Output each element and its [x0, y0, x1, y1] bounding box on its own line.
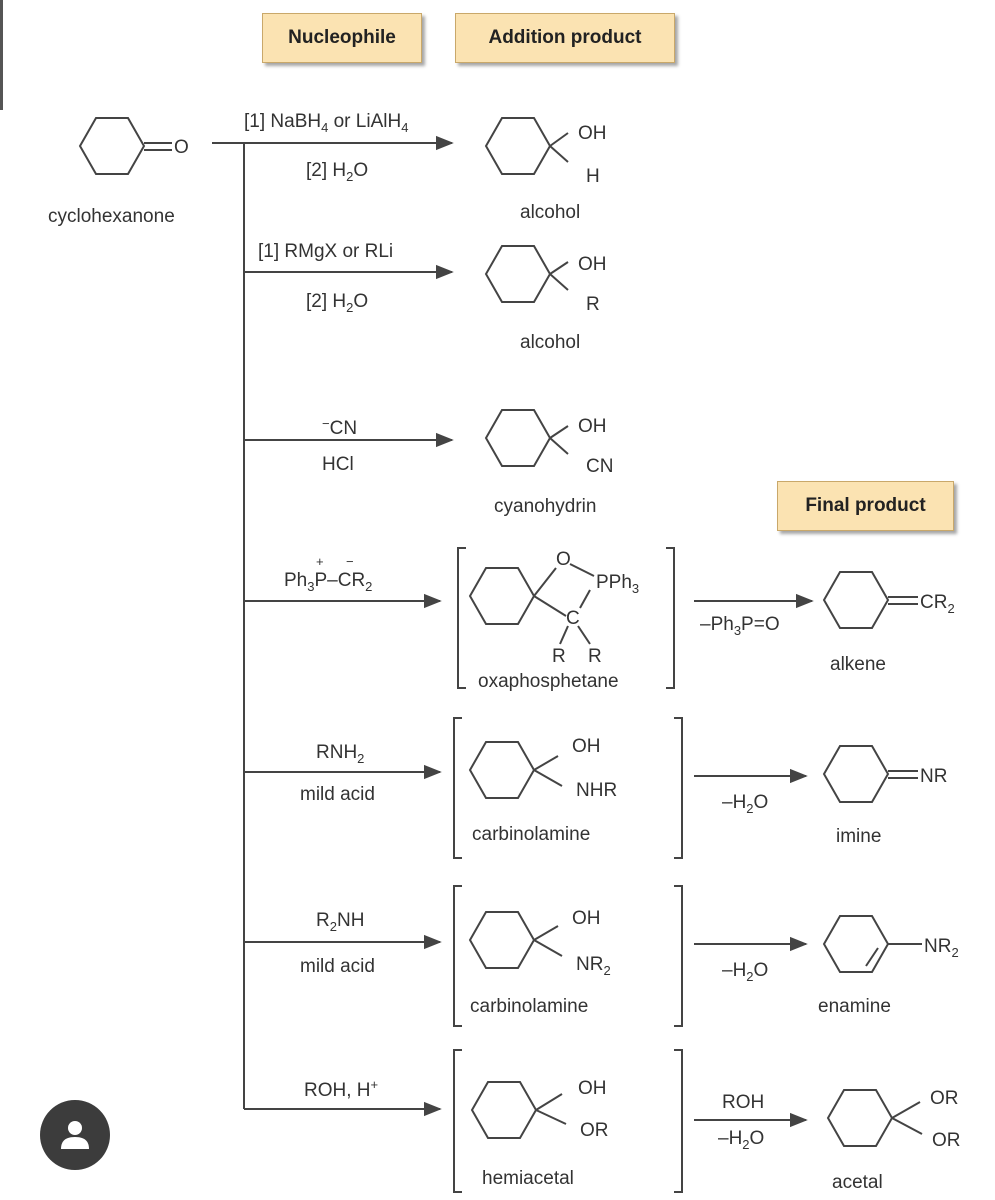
- row6-reagent-top: R2NH: [316, 910, 364, 934]
- svg-text:NR2: NR2: [924, 936, 959, 960]
- svg-text:CR2: CR2: [920, 592, 955, 616]
- svg-text:OR: OR: [580, 1120, 609, 1141]
- user-icon: [61, 1121, 89, 1149]
- header-final-product: Final product: [777, 481, 954, 531]
- row1-product-name: alcohol: [520, 202, 580, 223]
- svg-text:H: H: [586, 166, 600, 187]
- row6-product-structure: OH NR2: [468, 908, 611, 978]
- row6-bracket-left: [453, 885, 462, 1027]
- svg-text:R: R: [552, 646, 566, 667]
- svg-text:CN: CN: [586, 456, 613, 477]
- start-name: cyclohexanone: [48, 206, 175, 227]
- svg-text:O: O: [556, 549, 571, 570]
- row7-product-name: hemiacetal: [482, 1168, 574, 1189]
- row3-reagent-top: −CN: [322, 416, 357, 439]
- row2-reagent-bottom: [2] H2O: [306, 291, 368, 315]
- row3-reagent-bottom: HCl: [322, 454, 354, 475]
- row6-product-name: carbinolamine: [470, 996, 588, 1017]
- row3-product-name: cyanohydrin: [494, 496, 596, 517]
- row4-step-bottom: –Ph3P=O: [700, 614, 780, 638]
- row2-reagent-top: [1] RMgX or RLi: [258, 241, 393, 262]
- row4-product-name: oxaphosphetane: [478, 671, 619, 692]
- row5-bracket-left: [453, 717, 462, 859]
- row5-final-structure: NR: [822, 745, 947, 803]
- header-addition-product: Addition product: [455, 13, 675, 63]
- user-avatar-button[interactable]: [40, 1100, 110, 1170]
- left-edge-rule: [0, 0, 3, 110]
- row7-step-top: ROH: [722, 1092, 764, 1113]
- row4-final-name: alkene: [830, 654, 886, 675]
- row7-final-structure: OR OR: [826, 1088, 961, 1151]
- row5-step-bottom: –H2O: [722, 792, 768, 816]
- row7-step-bottom: –H2O: [718, 1128, 764, 1152]
- row3-product-structure: OH CN: [484, 409, 613, 477]
- row6-final-structure: NR2: [822, 915, 959, 973]
- row4-final-structure: CR2: [822, 571, 955, 629]
- svg-text:OH: OH: [578, 416, 607, 437]
- row4-bracket-left: [457, 547, 466, 689]
- svg-text:OR: OR: [930, 1088, 959, 1109]
- row6-final-name: enamine: [818, 996, 891, 1017]
- cyclohexanone-structure: O: [78, 117, 189, 175]
- carbonyl-oxygen-label: O: [174, 137, 189, 158]
- svg-text:OH: OH: [578, 254, 607, 275]
- row7-reagent-top: ROH, H+: [304, 1077, 378, 1101]
- row4-bracket-right: [666, 547, 675, 689]
- row1-reagent-bottom: [2] H2O: [306, 160, 368, 184]
- row7-product-structure: OH OR: [470, 1078, 609, 1141]
- row1-reagent-top: [1] NaBH4 or LiAlH4: [244, 111, 408, 135]
- row4-reagent-top: Ph3P–CR2: [284, 570, 372, 594]
- svg-text:R: R: [588, 646, 602, 667]
- row5-reagent-bottom: mild acid: [300, 784, 375, 805]
- row5-product-structure: OH NHR: [468, 736, 617, 801]
- header-nucleophile: Nucleophile: [262, 13, 422, 63]
- svg-text:OH: OH: [578, 1078, 607, 1099]
- row4-minus-charge: −: [346, 554, 354, 569]
- row6-step-bottom: –H2O: [722, 960, 768, 984]
- row4-product-structure: O PPh3 C R R: [468, 549, 639, 667]
- row5-final-name: imine: [836, 826, 881, 847]
- row7-bracket-right: [674, 1049, 683, 1193]
- row7-final-name: acetal: [832, 1172, 883, 1193]
- row7-bracket-left: [453, 1049, 462, 1193]
- svg-text:OH: OH: [578, 123, 607, 144]
- row6-reagent-bottom: mild acid: [300, 956, 375, 977]
- svg-text:C: C: [566, 608, 580, 629]
- row1-product-structure: OH H: [484, 117, 607, 187]
- svg-text:R: R: [586, 294, 600, 315]
- row2-product-structure: OH R: [484, 245, 607, 315]
- row5-bracket-right: [674, 717, 683, 859]
- svg-text:NR: NR: [920, 766, 947, 787]
- svg-text:NHR: NHR: [576, 780, 617, 801]
- svg-text:OR: OR: [932, 1130, 961, 1151]
- svg-text:NR2: NR2: [576, 954, 611, 978]
- row2-product-name: alcohol: [520, 332, 580, 353]
- svg-text:PPh3: PPh3: [596, 572, 639, 596]
- row4-plus-charge: +: [316, 554, 324, 569]
- row5-reagent-top: RNH2: [316, 742, 364, 766]
- svg-text:OH: OH: [572, 908, 601, 929]
- svg-text:OH: OH: [572, 736, 601, 757]
- row5-product-name: carbinolamine: [472, 824, 590, 845]
- row6-bracket-right: [674, 885, 683, 1027]
